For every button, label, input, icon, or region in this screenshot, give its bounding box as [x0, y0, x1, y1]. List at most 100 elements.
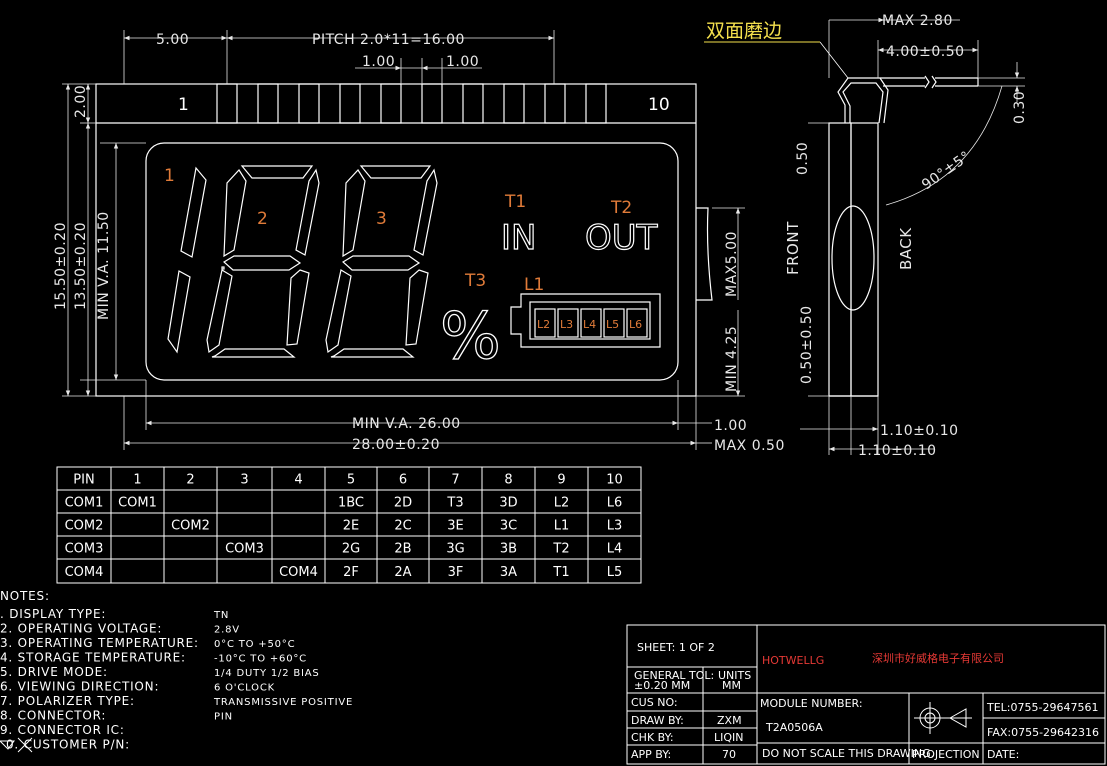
side-dimensions	[800, 17, 1025, 455]
note-value: 1/4 DUTY 1/2 BIAS	[214, 668, 320, 679]
module-number-label: MODULE NUMBER:	[760, 697, 863, 710]
pin-table-cell: 3C	[500, 519, 517, 534]
company-name-cn: 深圳市好威格电子有限公司	[872, 651, 1004, 665]
digit-3	[325, 165, 438, 358]
pin-table-header-cell: 1	[133, 473, 141, 488]
dim-thickness-2: 1.10±0.10	[858, 443, 937, 459]
pin-table-cell: COM4	[65, 565, 104, 580]
pin-table-cell: COM3	[225, 542, 264, 557]
viewing-area	[145, 142, 679, 381]
dim-max-5: MAX5.00	[724, 231, 740, 297]
pin-table-cell: COM4	[279, 565, 318, 580]
module-number: T2A0506A	[765, 721, 823, 734]
pin-table-cell: 3A	[500, 565, 517, 580]
pin-table-header-cell: 8	[504, 473, 512, 488]
draw-by-value: ZXM	[717, 714, 742, 727]
no-scale-note: DO NOT SCALE THIS DRAWING.	[762, 747, 934, 760]
ucs-marker	[0, 737, 33, 753]
out-label: OUT	[585, 218, 658, 258]
pin-table-cell: 3F	[448, 565, 464, 580]
pin-table-cell: 3D	[499, 496, 517, 511]
dim-max-2-8: MAX 2.80	[882, 13, 953, 29]
pin-table-cell: COM1	[118, 496, 157, 511]
pin-table-cell: T2	[552, 542, 569, 557]
pin-table-cell: 2E	[343, 519, 360, 534]
battery-label-l5: L5	[606, 318, 619, 331]
label-front: FRONT	[784, 221, 802, 275]
dim-va-width: MIN V.A. 26.00	[352, 416, 461, 432]
pin-table-header-cell: 10	[606, 473, 623, 488]
general-tol-value: ±0.20 MM	[634, 679, 690, 692]
note-label: 0. CUSTOMER P/N:	[6, 738, 130, 752]
pin-table-header-cell: 2	[186, 473, 194, 488]
pin-table-cell: L3	[607, 519, 623, 534]
dim-glass-height: 13.50±0.20	[73, 222, 89, 310]
pin-table-cell: L5	[607, 565, 623, 580]
label-digit-2: 2	[257, 209, 268, 229]
note-label: 9. CONNECTOR IC:	[0, 723, 125, 737]
dim-max-0-5: MAX 0.50	[714, 438, 785, 454]
battery-label-l2: L2	[537, 318, 550, 331]
note-label: 6. VIEWING DIRECTION:	[0, 680, 159, 694]
pin-table-cell: COM1	[65, 496, 104, 511]
seal	[696, 207, 713, 301]
dim-left-2: 2.00	[73, 85, 89, 118]
note-label: 3. OPERATING TEMPERATURE:	[0, 636, 199, 650]
note-label: 7. POLARIZER TYPE:	[0, 694, 135, 708]
company-name-en: HOTWELLG	[762, 654, 824, 667]
dim-pin-width-1: 1.00	[362, 54, 395, 70]
dim-top-5: 5.00	[156, 32, 189, 48]
title-double-edge-grind: 双面磨边	[706, 20, 782, 42]
note-value: 6 O'CLOCK	[214, 683, 275, 694]
dim-right-1: 1.00	[714, 418, 747, 434]
note-label: 4. STORAGE TEMPERATURE:	[0, 651, 186, 665]
pin-table-header-cell: 6	[399, 473, 407, 488]
pins	[216, 83, 607, 124]
note-value: 0°C TO +50°C	[214, 639, 295, 650]
cus-no-label: CUS NO:	[631, 696, 678, 709]
dim-pin-length: 4.00±0.50	[886, 44, 965, 60]
note-label: 5. DRIVE MODE:	[0, 665, 108, 679]
chk-by-value: LIQIN	[714, 731, 744, 744]
pin1-label: 1	[178, 95, 189, 115]
dim-angle: 90°±5°	[919, 148, 974, 193]
dim-side-0-5: 0.50±0.50	[799, 305, 815, 384]
units-label: UNITS	[718, 669, 751, 682]
note-value: TRANSMISSIVE POSITIVE	[213, 697, 353, 708]
pin-table-cell: 2B	[394, 542, 411, 557]
dim-0-3: 0.30	[1012, 91, 1028, 124]
dim-total-width: 28.00±0.20	[352, 437, 440, 453]
note-label: 2. OPERATING VOLTAGE:	[0, 622, 162, 636]
front-dimensions	[62, 30, 745, 450]
pin-table-cell: 1BC	[338, 496, 364, 511]
pin-table-cell: 2D	[394, 496, 412, 511]
note-value: PIN	[214, 712, 233, 723]
note-value: -10°C TO +60°C	[214, 654, 307, 665]
pin-table-cell: L2	[554, 496, 570, 511]
battery-icon	[510, 293, 661, 348]
percent-label: %	[440, 300, 501, 374]
pin-table-cell: COM3	[65, 542, 104, 557]
tel: TEL:0755-29647561	[986, 701, 1098, 714]
notes-title: NOTES:	[0, 589, 50, 603]
fax: FAX:0755-29642316	[987, 726, 1099, 739]
dim-pin-width-2: 1.00	[446, 54, 479, 70]
chk-by-label: CHK BY:	[631, 731, 674, 744]
pin10-label: 10	[648, 95, 670, 115]
in-label: IN	[501, 218, 536, 258]
pin-table-cell: 3B	[500, 542, 517, 557]
pin-table-header-cell: 3	[240, 473, 248, 488]
note-label: . DISPLAY TYPE:	[0, 607, 106, 621]
dim-total-height: 15.50±0.20	[53, 222, 69, 310]
pin-table-header-cell: 4	[294, 473, 302, 488]
pin-table-cell: 3E	[447, 519, 464, 534]
label-t2: T2	[610, 198, 632, 218]
pin-table-cell: 2C	[394, 519, 411, 534]
draw-by-label: DRAW BY:	[631, 714, 684, 727]
pin-table-cell: T3	[446, 496, 463, 511]
label-back: BACK	[897, 227, 915, 270]
pin-table-header-cell: PIN	[73, 473, 94, 488]
pin-table-header-cell: 5	[347, 473, 355, 488]
note-value: TN	[213, 610, 229, 621]
